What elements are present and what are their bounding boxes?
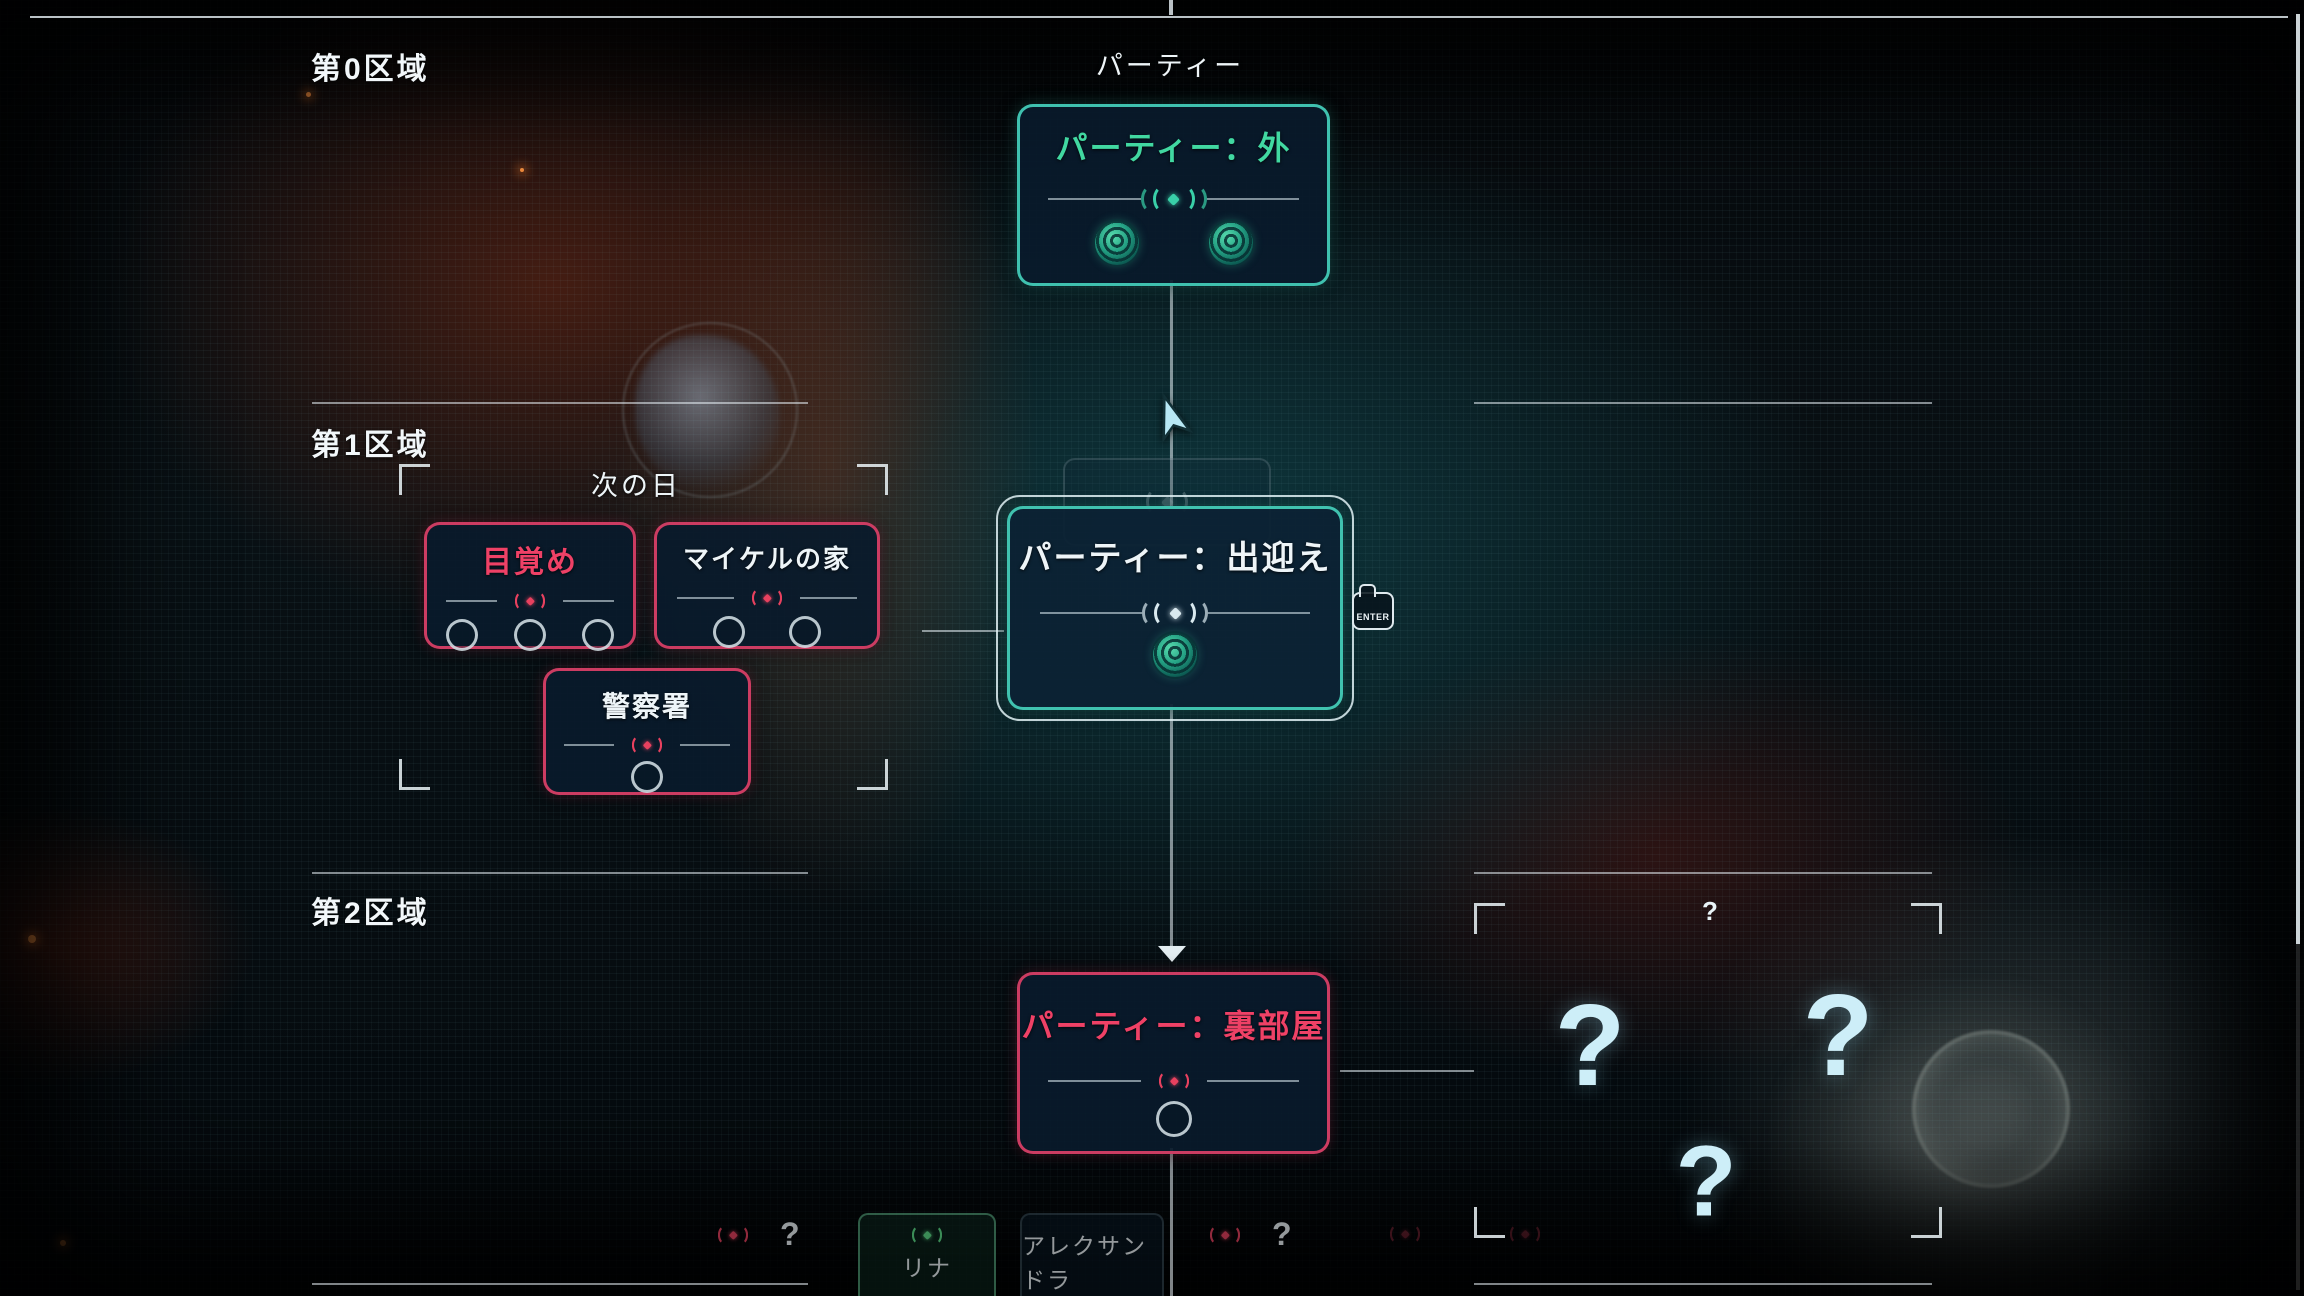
waveform-icon <box>1140 185 1207 213</box>
connector-backroom-right <box>1340 1070 1474 1072</box>
waveform-icon <box>743 587 791 609</box>
scrollbar-track[interactable] <box>2296 14 2300 1290</box>
bracket-corner <box>1911 903 1942 934</box>
portrait-swirl-icon <box>1208 221 1253 265</box>
choice-circle <box>582 619 614 651</box>
node-party-backroom[interactable]: パーティー：裏部屋 <box>1017 972 1330 1154</box>
node-title: 目覚め <box>482 546 578 579</box>
unknown-node-question[interactable]: ? <box>1675 1125 1737 1238</box>
bracket-corner <box>1474 1207 1505 1238</box>
waveform-icon <box>1150 1070 1198 1092</box>
node-awakening[interactable]: 目覚め <box>424 522 636 651</box>
bottom-node-alexandra[interactable]: アレクサンドラ <box>1020 1213 1164 1296</box>
zone2-unknown-bracket-frame <box>1474 903 1942 1238</box>
waveform-icon <box>1142 599 1208 627</box>
portrait-swirl-icon <box>1094 221 1139 265</box>
node-title: 警察署 <box>601 691 692 722</box>
zone1-label: 第1区域 <box>311 429 430 462</box>
bottom-node-dim[interactable] <box>1372 1222 1438 1246</box>
portrait-swirl-icon <box>1153 633 1197 677</box>
node-choice-circles <box>1155 1101 1192 1137</box>
node-portraits <box>1153 633 1197 677</box>
bottom-node-unknown-right[interactable]: ? <box>1192 1216 1292 1253</box>
bottom-node-dim[interactable] <box>1492 1222 1558 1246</box>
top-party-label: パーティー <box>1095 51 1245 81</box>
waveform-icon <box>1134 488 1200 516</box>
choice-circle <box>631 761 663 793</box>
connector-backroom-down <box>1170 1148 1173 1296</box>
unknown-question: ? <box>780 1216 800 1252</box>
bracket-corner <box>399 464 430 495</box>
node-progress-line <box>564 733 730 757</box>
bottom-divider-left <box>312 1283 808 1285</box>
bracket-corner <box>857 464 888 495</box>
connector-welcome-to-backroom <box>1170 704 1173 950</box>
node-title: パーティー：裏部屋 <box>1021 1008 1326 1044</box>
node-title: パーティー：出迎え <box>1018 539 1332 576</box>
waveform-icon <box>709 1224 757 1245</box>
node-title: リナ <box>902 1255 952 1281</box>
node-progress-line <box>445 589 615 613</box>
node-progress-line <box>676 586 858 610</box>
waveform-icon <box>1381 1223 1429 1245</box>
unknown-question: ? <box>1272 1216 1292 1252</box>
choice-circle <box>713 616 745 648</box>
node-portraits <box>1094 221 1253 265</box>
enter-key-label: ENTER <box>1356 612 1390 622</box>
bracket-corner <box>399 759 430 790</box>
waveform-icon <box>903 1224 951 1246</box>
top-center-tick <box>1169 0 1173 15</box>
zone2-label: 第2区域 <box>311 897 430 930</box>
zone0-label: 第0区域 <box>311 53 430 86</box>
bottom-node-lina[interactable]: リナ <box>858 1213 996 1296</box>
connector-outside-to-welcome <box>1170 280 1173 506</box>
node-choice-circles <box>446 619 614 651</box>
node-title: マイケルの家 <box>682 544 851 574</box>
unknown-node-question[interactable]: ? <box>1802 970 1874 1100</box>
unknown-zone-question: ? <box>1702 896 1718 926</box>
node-choice-circles <box>631 761 663 793</box>
bracket-corner <box>857 759 888 790</box>
node-progress-line <box>1039 599 1311 627</box>
choice-circle <box>1155 1101 1192 1137</box>
waveform-icon <box>506 590 554 612</box>
map-cursor-icon <box>1162 393 1194 442</box>
choice-circle <box>514 619 546 651</box>
connector-welcome-left <box>922 630 1004 632</box>
unknown-node-question[interactable]: ? <box>1554 980 1626 1110</box>
connector-arrow-down <box>1158 946 1186 962</box>
waveform-icon <box>1501 1223 1549 1245</box>
waveform-icon <box>1201 1224 1249 1245</box>
node-progress-line <box>1047 185 1300 213</box>
node-choice-circles <box>713 616 821 648</box>
next-day-label: 次の日 <box>591 471 681 501</box>
bracket-corner <box>1911 1207 1942 1238</box>
waveform-icon <box>623 734 671 756</box>
choice-circle <box>446 619 478 651</box>
top-border-line <box>30 16 2288 18</box>
zone1-divider-left <box>312 402 808 404</box>
zone1-divider-right <box>1474 402 1932 404</box>
choice-circle <box>789 616 821 648</box>
zone2-divider-left <box>312 872 808 874</box>
zone1-bracket-frame <box>399 464 888 790</box>
node-title: パーティー：外 <box>1055 130 1292 166</box>
node-police-station[interactable]: 警察署 <box>543 668 751 795</box>
scrollbar-thumb[interactable] <box>2296 14 2300 944</box>
node-title: アレクサンドラ <box>1022 1233 1147 1293</box>
zone2-divider-right <box>1474 872 1932 874</box>
bracket-corner <box>1474 903 1505 934</box>
node-party-welcome[interactable]: パーティー：出迎え <box>996 495 1354 721</box>
node-progress-line <box>1047 1069 1300 1093</box>
node-michaels-house[interactable]: マイケルの家 <box>654 522 880 649</box>
bottom-node-unknown-left[interactable]: ? <box>700 1216 800 1253</box>
enter-key-hint: ENTER <box>1352 584 1394 630</box>
node-party-outside[interactable]: パーティー：外 <box>1017 104 1330 286</box>
bottom-divider-right <box>1474 1283 1932 1285</box>
